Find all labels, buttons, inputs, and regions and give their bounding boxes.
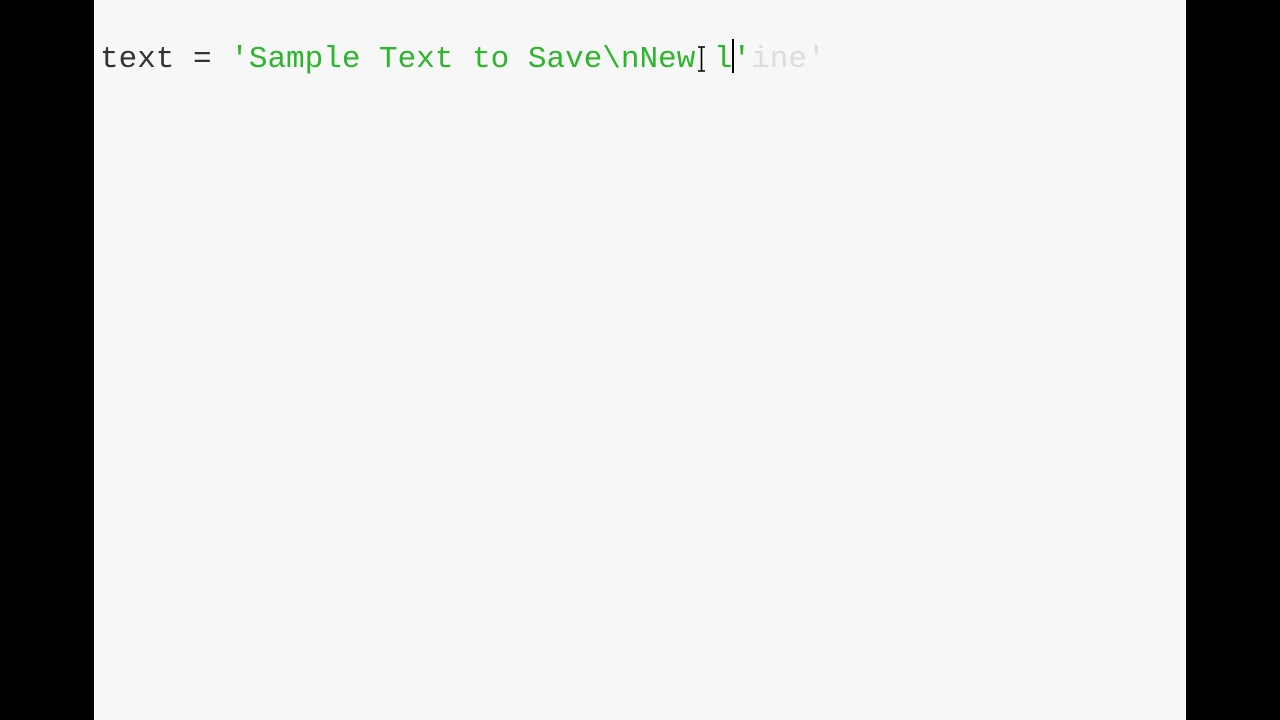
variable-token: text — [100, 42, 175, 77]
i-beam-cursor-icon — [697, 46, 706, 72]
text-caret — [731, 39, 734, 73]
code-editor[interactable]: text = 'Sample Text to Save\nNew l'ine' — [94, 0, 1186, 720]
autocomplete-suggestion[interactable]: ine — [751, 42, 807, 77]
string-literal-typed: 'Sample Text to Save\nNew l — [230, 42, 733, 77]
closing-quote: ' — [732, 42, 752, 77]
code-line[interactable]: text = 'Sample Text to Save\nNew l'ine' — [100, 38, 826, 82]
autocomplete-closing-quote: ' — [806, 42, 826, 77]
assignment-operator: = — [174, 42, 231, 77]
